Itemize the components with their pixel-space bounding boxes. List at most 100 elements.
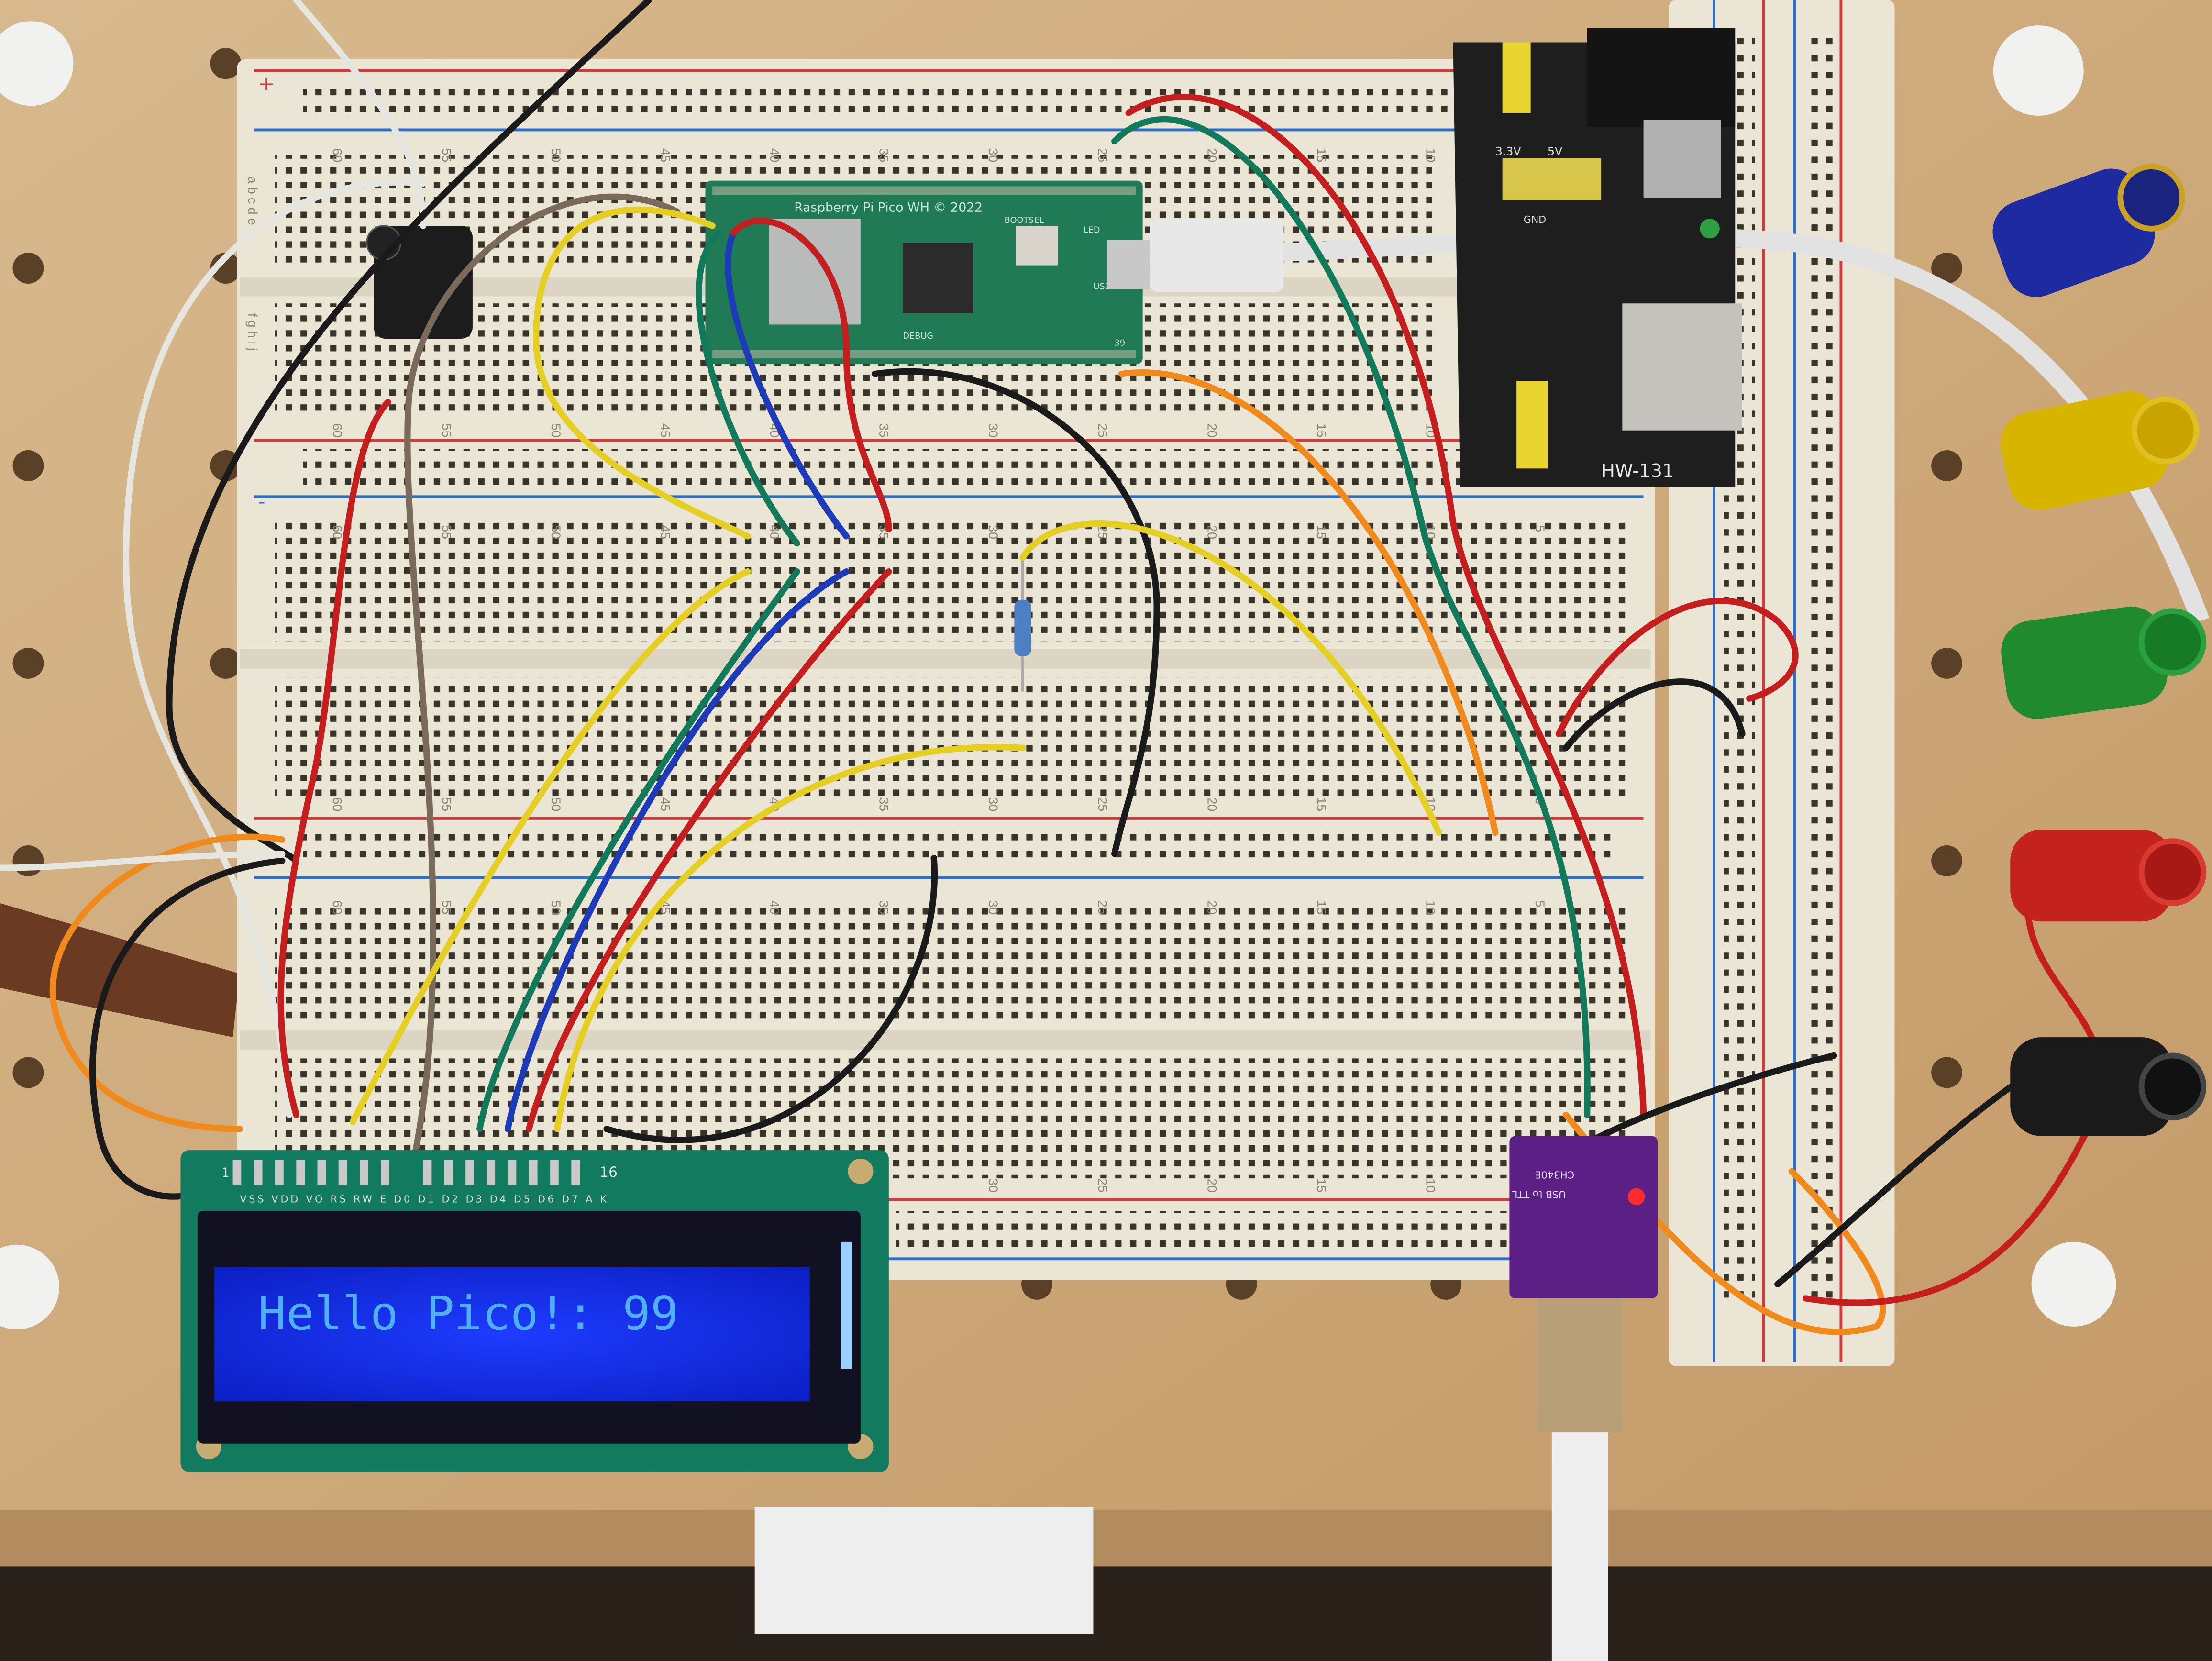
wire-red-lcd [526, 568, 892, 1132]
jumper-wires [0, 0, 2105, 1335]
usb-c-cable [1551, 1432, 1608, 1661]
jumper-bottom[interactable] [1516, 381, 1548, 469]
column-label: 50 [549, 797, 563, 812]
usb-ttl-module: CH340E USB to TTL [1509, 1136, 1658, 1661]
wire-black-lcd-gnd [603, 854, 938, 1143]
column-label: 5 [1533, 525, 1547, 532]
column-label: 15 [1314, 525, 1328, 539]
binding-posts [1984, 160, 2207, 1136]
column-label: 55 [440, 148, 454, 163]
wire-red-power [1125, 94, 1647, 1118]
usb-c-plug [1537, 1298, 1623, 1433]
power-switch[interactable] [1643, 120, 1721, 198]
dc-barrel-jack [1587, 28, 1736, 127]
terminal-strip-4 [275, 677, 1630, 797]
binding-post-blue[interactable] [1984, 160, 2185, 306]
column-label: 30 [986, 797, 1000, 812]
lcd-1602-module: 1 16 VSS VDD VO RS RW E D0 D1 D2 D3 D4 D… [180, 1150, 889, 1472]
peg-knobs [0, 21, 2116, 1329]
wire-red-rail [1555, 598, 1799, 737]
micro-usb-port[interactable] [1107, 240, 1150, 289]
row-labels-top: a b c d e [245, 177, 260, 225]
column-label: 10 [1423, 900, 1438, 915]
jumper-top[interactable] [1502, 42, 1531, 113]
column-label: 40 [767, 525, 782, 539]
column-label: 20 [1205, 525, 1219, 539]
pico-silkscreen: Raspberry Pi Pico WH © 2022 [794, 200, 983, 215]
column-label: 10 [1423, 1178, 1438, 1193]
stand-bracket [754, 1507, 1094, 1634]
column-label: 5 [1533, 900, 1547, 908]
column-label: 35 [877, 423, 891, 438]
column-label: 30 [986, 423, 1000, 438]
wire-yellow-lcd-2 [554, 744, 1026, 1132]
rail-plus-label: + [258, 72, 275, 95]
column-label: 50 [549, 525, 563, 539]
wire-white [123, 0, 427, 1118]
column-label: 45 [658, 797, 673, 812]
pin-function-labels: VSS VDD VO RS RW E D0 D1 D2 D3 D4 D5 D6 … [240, 1193, 607, 1205]
column-label: 55 [440, 900, 454, 915]
wire-white-left [0, 851, 286, 871]
column-label: 25 [1095, 525, 1110, 539]
column-label: 45 [658, 525, 673, 539]
column-label: 60 [330, 525, 344, 539]
resistor [1014, 557, 1031, 692]
column-label: 60 [330, 797, 344, 812]
leather-strap [0, 903, 240, 1038]
usb-a-port[interactable] [1622, 303, 1742, 431]
column-label: 10 [1423, 148, 1438, 163]
column-label: 30 [986, 900, 1000, 915]
wire-blue-pico [725, 230, 850, 540]
column-label: 30 [986, 1178, 1000, 1193]
lcd-header-pins [232, 1160, 580, 1185]
column-label: 25 [1095, 423, 1110, 438]
column-label: 30 [986, 525, 1000, 539]
usb-plug [1150, 219, 1284, 292]
debug-label: DEBUG [903, 332, 933, 341]
status-led [1628, 1188, 1645, 1206]
binding-post-red[interactable] [2010, 830, 2207, 922]
column-label: 55 [440, 423, 454, 438]
wire-yellow-resistor [1019, 520, 1442, 836]
column-label: 60 [330, 148, 344, 163]
voltage-3v3-label: 3.3V [1495, 144, 1521, 158]
column-label: 20 [1205, 1178, 1219, 1193]
column-label: 15 [1314, 1178, 1328, 1193]
header-pins-yellow [1502, 158, 1602, 200]
power-led [1700, 219, 1720, 239]
pin-1-label: 1 [221, 1165, 230, 1180]
wire-orange-lcd [49, 833, 286, 1132]
wire-blue-lcd [504, 568, 850, 1132]
wire-orange-pico [1118, 369, 1499, 836]
wifi-module-shield [769, 219, 861, 325]
column-label: 25 [1095, 148, 1110, 163]
binding-post-green[interactable] [1997, 603, 2207, 723]
module-label: USB to TTL [1512, 1189, 1566, 1200]
usb-label: USB [1093, 282, 1110, 292]
wire-green-lcd [476, 568, 800, 1132]
column-label: 45 [658, 148, 673, 163]
binding-post-black[interactable] [2010, 1037, 2207, 1136]
terminal-strip-5 [275, 903, 1630, 1023]
wire-green-power [1111, 116, 1591, 1118]
power-rail-lower [254, 817, 1644, 879]
wire-red-left [277, 399, 391, 1118]
rail-minus-label: - [258, 490, 265, 513]
rp2040-chip [903, 243, 973, 313]
column-label: 50 [549, 148, 563, 163]
column-label: 15 [1314, 423, 1328, 438]
wire-orange-serial [1562, 1111, 1886, 1335]
column-label: 25 [1095, 797, 1110, 812]
column-label: 60 [330, 423, 344, 438]
row-labels-bottom: f g h i j [245, 313, 260, 351]
power-rail-middle [254, 439, 1644, 498]
column-label: 20 [1205, 148, 1219, 163]
led-label: LED [1084, 226, 1100, 235]
bootsel-button[interactable] [1016, 225, 1058, 266]
binding-post-yellow[interactable] [1995, 386, 2200, 516]
column-label: 25 [1095, 900, 1110, 915]
backlight-edge [841, 1241, 852, 1369]
chip-label: CH340E [1535, 1169, 1574, 1180]
dark-floor [0, 1566, 2212, 1661]
